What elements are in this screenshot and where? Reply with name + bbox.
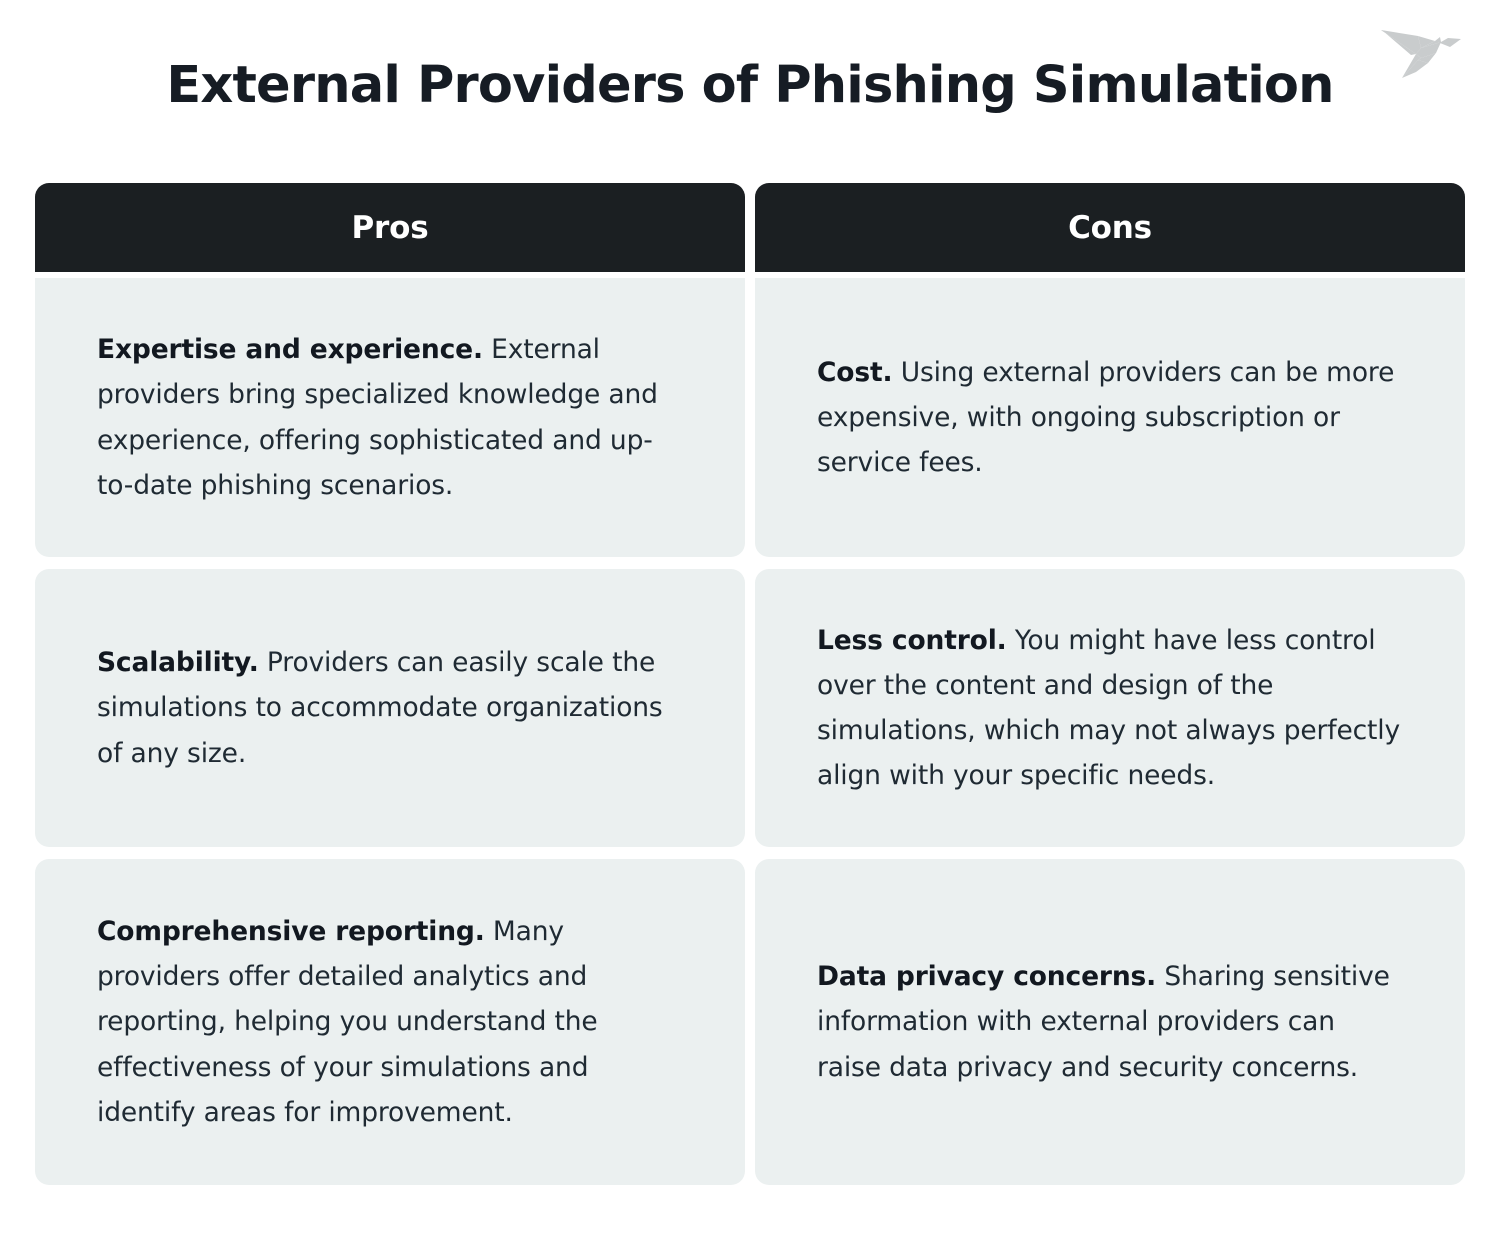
cons-cell-1: Cost. Using external providers can be mo…	[755, 278, 1465, 557]
page-title: External Providers of Phishing Simulatio…	[166, 56, 1334, 115]
cons-cell-2: Less control. You might have less contro…	[755, 569, 1465, 847]
table-header-pros-label: Pros	[351, 209, 429, 246]
pros-cell-2-text: Scalability. Providers can easily scale …	[97, 640, 685, 775]
table-row: Comprehensive reporting. Many providers …	[35, 859, 1465, 1185]
pros-cell-1-lead: Expertise and experience.	[97, 334, 483, 366]
cons-cell-3: Data privacy concerns. Sharing sensitive…	[755, 859, 1465, 1185]
origami-bird-logo	[1378, 14, 1464, 92]
pros-cell-3-text: Comprehensive reporting. Many providers …	[97, 909, 685, 1134]
cons-cell-2-body: You might have less control over the con…	[817, 624, 1401, 792]
pros-cell-1: Expertise and experience. External provi…	[35, 278, 745, 557]
pros-cell-1-body: External providers bring specialized kno…	[97, 334, 658, 501]
cons-cell-1-text: Cost. Using external providers can be mo…	[817, 350, 1405, 485]
table-header-cons-label: Cons	[1068, 209, 1152, 246]
pros-cons-table: Pros Cons Expertise and experience. Exte…	[35, 183, 1465, 1185]
table-header-cons: Cons	[755, 183, 1465, 272]
cons-cell-3-lead: Data privacy concerns.	[817, 961, 1157, 993]
pros-cell-3-lead: Comprehensive reporting.	[97, 916, 485, 948]
pros-cell-1-text: Expertise and experience. External provi…	[97, 327, 685, 507]
table-header-row: Pros Cons	[35, 183, 1465, 272]
pros-cell-2-body: Providers can easily scale the simulatio…	[97, 647, 663, 769]
pros-cell-3-body: Many providers offer detailed analytics …	[97, 916, 598, 1128]
cons-cell-2-text: Less control. You might have less contro…	[817, 618, 1405, 798]
table-row: Expertise and experience. External provi…	[35, 278, 1465, 557]
cons-cell-1-lead: Cost.	[817, 356, 893, 388]
table-row: Scalability. Providers can easily scale …	[35, 569, 1465, 847]
cons-cell-2-lead: Less control.	[817, 624, 1007, 656]
cons-cell-1-body: Using external providers can be more exp…	[817, 356, 1395, 479]
table-header-pros: Pros	[35, 183, 745, 272]
pros-cell-2-lead: Scalability.	[97, 647, 259, 679]
cons-cell-3-body: Sharing sensitive information with exter…	[817, 961, 1390, 1083]
pros-cell-3: Comprehensive reporting. Many providers …	[35, 859, 745, 1185]
cons-cell-3-text: Data privacy concerns. Sharing sensitive…	[817, 954, 1405, 1089]
pros-cell-2: Scalability. Providers can easily scale …	[35, 569, 745, 847]
